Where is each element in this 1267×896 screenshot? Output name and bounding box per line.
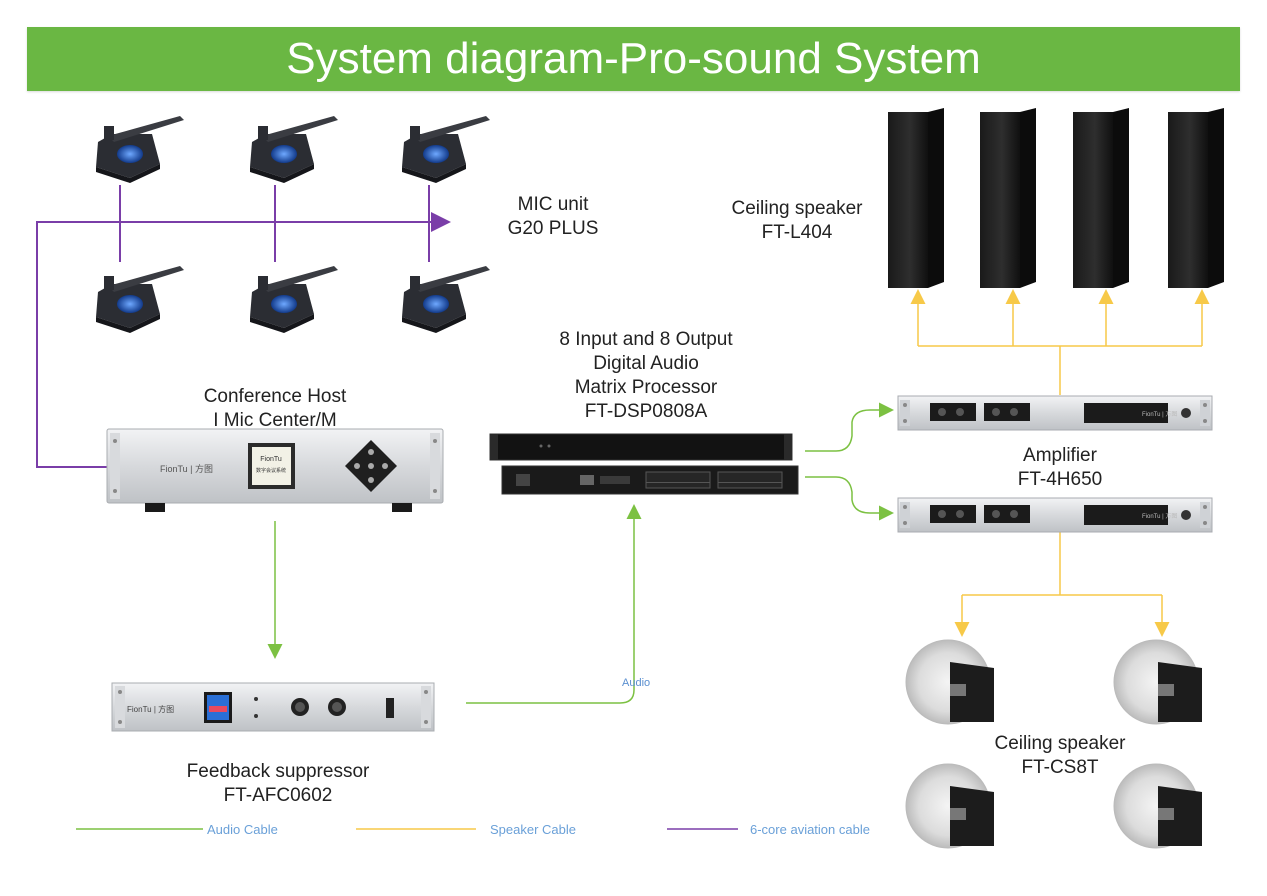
page-title: System diagram-Pro-sound System — [27, 27, 1240, 91]
ceiling-speaker-bottom-label: Ceiling speaker FT-CS8T — [994, 733, 1126, 778]
dsp-processor — [489, 433, 799, 495]
audio-cable-suppressor-to-dsp — [466, 504, 642, 704]
mic-unit-label: MIC unit G20 PLUS — [507, 194, 599, 239]
host-screen-line1: FionTu — [260, 456, 282, 463]
column-speaker-icon — [980, 108, 1036, 288]
ceiling-speaker-top-label: Ceiling speaker FT-L404 — [731, 198, 863, 243]
mic-unit-icon — [250, 116, 338, 183]
mic-unit-icon — [402, 116, 490, 183]
legend-speaker-cable: Speaker Cable — [490, 822, 576, 837]
column-speaker-group — [888, 108, 1224, 288]
conference-host-label: Conference Host I Mic Center/M — [203, 386, 347, 431]
mic-unit-icon — [96, 116, 184, 183]
feedback-suppressor: FionTu | 方图 — [111, 682, 435, 732]
ceiling-speaker-group — [905, 639, 1202, 849]
ceiling-speaker-icon — [1113, 639, 1202, 725]
conference-host: FionTu 数字会议系统 FionTu | 方图 — [106, 428, 444, 512]
mic-unit-icon — [250, 266, 338, 333]
column-speaker-icon — [1168, 108, 1224, 288]
mic-unit-icon — [96, 266, 184, 333]
amplifier-unit: FionTu | 方图 — [897, 497, 1213, 533]
ceiling-speaker-icon — [1113, 763, 1202, 849]
mic-unit-group — [96, 116, 490, 333]
column-speaker-icon — [1073, 108, 1129, 288]
amplifier-brand: FionTu | 方图 — [1142, 410, 1177, 418]
speaker-cable-bottom — [954, 531, 1170, 637]
legend-audio-cable: Audio Cable — [207, 822, 278, 837]
suppressor-brand: FionTu | 方图 — [127, 704, 174, 714]
mic-unit-icon — [402, 266, 490, 333]
amplifier-label: Amplifier FT-4H650 — [1017, 445, 1103, 490]
legend-aviation-cable: 6-core aviation cable — [750, 822, 870, 837]
speaker-cable-top — [910, 289, 1210, 395]
ceiling-speaker-icon — [905, 639, 994, 725]
host-brand: FionTu | 方图 — [160, 463, 213, 474]
ceiling-speaker-icon — [905, 763, 994, 849]
aviation-cable — [36, 185, 451, 468]
audio-cable-dsp-to-amps — [805, 402, 894, 521]
column-speaker-icon — [888, 108, 944, 288]
host-screen-line2: 数字会议系统 — [256, 467, 286, 474]
feedback-suppressor-label: Feedback suppressor FT-AFC0602 — [186, 761, 370, 806]
audio-cable-label: Audio — [622, 677, 650, 689]
amplifier-unit: FionTu | 方图 — [897, 395, 1213, 431]
dsp-label: 8 Input and 8 Output Digital Audio Matri… — [559, 329, 733, 422]
amplifier-brand: FionTu | 方图 — [1142, 512, 1177, 520]
